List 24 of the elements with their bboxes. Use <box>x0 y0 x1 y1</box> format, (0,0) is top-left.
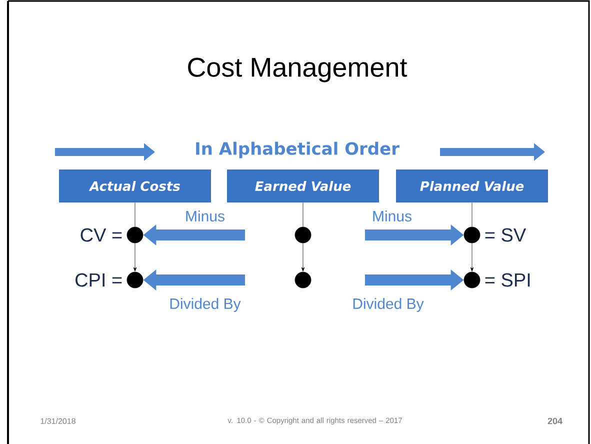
arrow <box>301 243 305 272</box>
subtitle: In Alphabetical Order <box>196 142 400 158</box>
ball <box>464 272 480 288</box>
arrow <box>470 243 474 272</box>
ball <box>464 226 480 244</box>
page-number: 204 <box>548 418 562 424</box>
label-box: Earned Value <box>227 170 379 202</box>
footer-date: 1/31/2018 <box>40 418 76 424</box>
ball <box>126 272 144 288</box>
edge-label: Divided By <box>353 298 424 312</box>
title: Cost Management <box>188 58 408 82</box>
edge-label: Divided By <box>170 298 241 312</box>
arrow <box>133 243 137 272</box>
ball <box>294 226 312 244</box>
edge-label: Minus <box>373 210 412 222</box>
label-box: Actual Costs <box>59 170 211 202</box>
label-box: Planned Value <box>396 170 548 202</box>
formula-text: = SV <box>485 228 526 242</box>
ball <box>126 226 144 244</box>
ball <box>294 272 312 288</box>
formula-text: CPI = <box>76 273 122 287</box>
edge-label: Minus <box>186 210 224 222</box>
formula-text: CV = <box>80 228 122 242</box>
formula-text: = SPI <box>485 273 530 287</box>
